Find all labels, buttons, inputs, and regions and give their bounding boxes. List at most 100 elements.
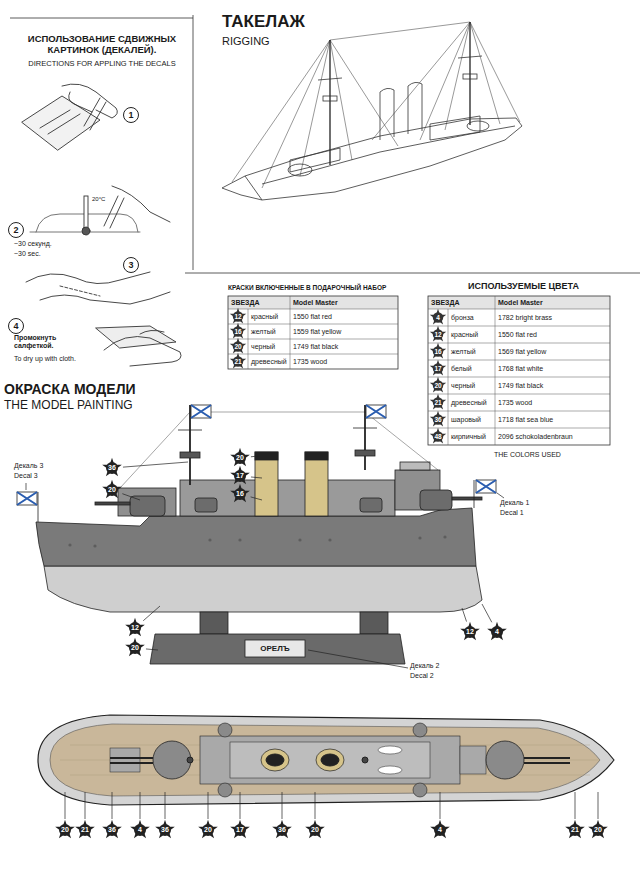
section-title: DIRECTIONS FOR APPLING THE DECALS — [12, 60, 192, 69]
step-number-text: 2 — [13, 226, 18, 235]
top-view — [38, 715, 614, 805]
panel-rule — [10, 18, 193, 19]
step-number: 1 — [123, 107, 139, 123]
callout-star — [130, 820, 150, 839]
rigging-ship — [430, 116, 480, 140]
top-view — [486, 741, 524, 779]
flag — [191, 405, 211, 418]
leader-line — [140, 792, 141, 819]
decal-label: Decal 3 — [14, 472, 38, 480]
table-cell: черный — [248, 339, 290, 354]
callout-number: 4 — [430, 824, 450, 836]
leader-line — [251, 497, 262, 500]
side-view — [443, 535, 446, 538]
flag — [17, 492, 37, 505]
callout-star — [102, 480, 122, 499]
paint-number: 20 — [228, 341, 248, 353]
table-cell: бронза — [448, 309, 495, 326]
paint-number: 20 — [428, 380, 448, 392]
rigging-ship — [245, 176, 262, 200]
paint-number: 17 — [428, 363, 448, 375]
side-view — [255, 452, 278, 460]
table-rule — [428, 343, 610, 344]
flag — [191, 405, 211, 418]
table-cell: 1768 flat white — [495, 360, 610, 377]
side-view — [195, 498, 217, 512]
top-view — [266, 754, 284, 766]
step-note: To dry up with cloth. — [14, 355, 76, 363]
callout-number: 12 — [460, 626, 480, 638]
leader-line — [251, 477, 262, 478]
flag — [366, 405, 386, 418]
callout-star — [487, 622, 507, 641]
callout-star — [102, 458, 122, 477]
table-title: ИСПОЛЬЗУЕМЫЕ ЦВЕТА — [468, 281, 579, 291]
table-cell: 1735 wood — [495, 394, 610, 411]
section-title: ТАКЕЛАЖ — [222, 12, 305, 32]
table-title: КРАСКИ ВКЛЮЧЕННЫЕ В ПОДАРОЧНЫЙ НАБОР — [228, 284, 386, 291]
table-cell: желтый — [248, 324, 290, 339]
table-border — [428, 296, 610, 445]
leader-line — [440, 792, 441, 819]
side-view — [305, 452, 328, 516]
callout-number: 36 — [155, 824, 175, 836]
table-header-ground — [428, 296, 610, 309]
top-view — [230, 742, 430, 778]
panel-rule — [185, 273, 640, 274]
callout-number: 36 — [102, 824, 122, 836]
callout-number: 20 — [198, 824, 218, 836]
callout-star — [75, 820, 95, 839]
flag — [474, 480, 475, 508]
table-rule — [228, 309, 398, 310]
side-view — [36, 508, 476, 566]
temperature-label: 20°C — [92, 196, 105, 203]
panel-rule — [10, 15, 640, 273]
rigging-ship — [463, 74, 477, 79]
paint-number: 12 — [428, 329, 448, 341]
top-view — [261, 749, 289, 771]
decal-label: Декаль 2 — [410, 662, 439, 670]
side-view — [365, 412, 438, 470]
top-view — [200, 736, 460, 784]
step-number-text: 1 — [128, 111, 133, 120]
top-view — [378, 766, 402, 774]
callout-number: 20 — [230, 452, 250, 464]
rigging-ship — [469, 22, 470, 125]
table-cell: 1550 flat red — [290, 309, 398, 324]
decal-label: Decal 2 — [410, 672, 434, 680]
table-rule — [428, 360, 610, 361]
top-view — [460, 746, 486, 774]
top-view — [316, 749, 344, 771]
side-view — [180, 480, 395, 516]
callout-star — [272, 820, 292, 839]
leader-line — [208, 792, 209, 819]
callout-star — [155, 820, 175, 839]
callout-star — [125, 638, 145, 657]
side-view — [178, 430, 202, 431]
side-view — [400, 462, 430, 470]
decal-label: Декаль 1 — [500, 499, 529, 507]
ship-name-plate: ОРЕЛЪ — [245, 640, 305, 657]
side-view — [255, 452, 278, 516]
leader-line — [462, 608, 467, 622]
table-rule — [228, 324, 398, 325]
callout-number: 20 — [588, 824, 608, 836]
table-cell: белый — [448, 360, 495, 377]
table-rule — [428, 428, 610, 429]
decal-label: Декаль 3 — [14, 462, 43, 470]
decal-steps-sketch — [84, 196, 88, 228]
table-rule — [228, 354, 398, 355]
callout-star — [430, 820, 450, 839]
callout-star — [230, 484, 250, 503]
callout-star — [460, 622, 480, 641]
decal-steps-sketch — [26, 272, 150, 284]
side-view — [360, 612, 388, 634]
side-view — [452, 497, 482, 500]
table-cell: древесный — [248, 354, 290, 369]
table-cell: 1718 flat sea blue — [495, 411, 610, 428]
callout-star — [565, 820, 585, 839]
flag — [476, 480, 496, 493]
decal-steps-sketch — [84, 98, 106, 130]
